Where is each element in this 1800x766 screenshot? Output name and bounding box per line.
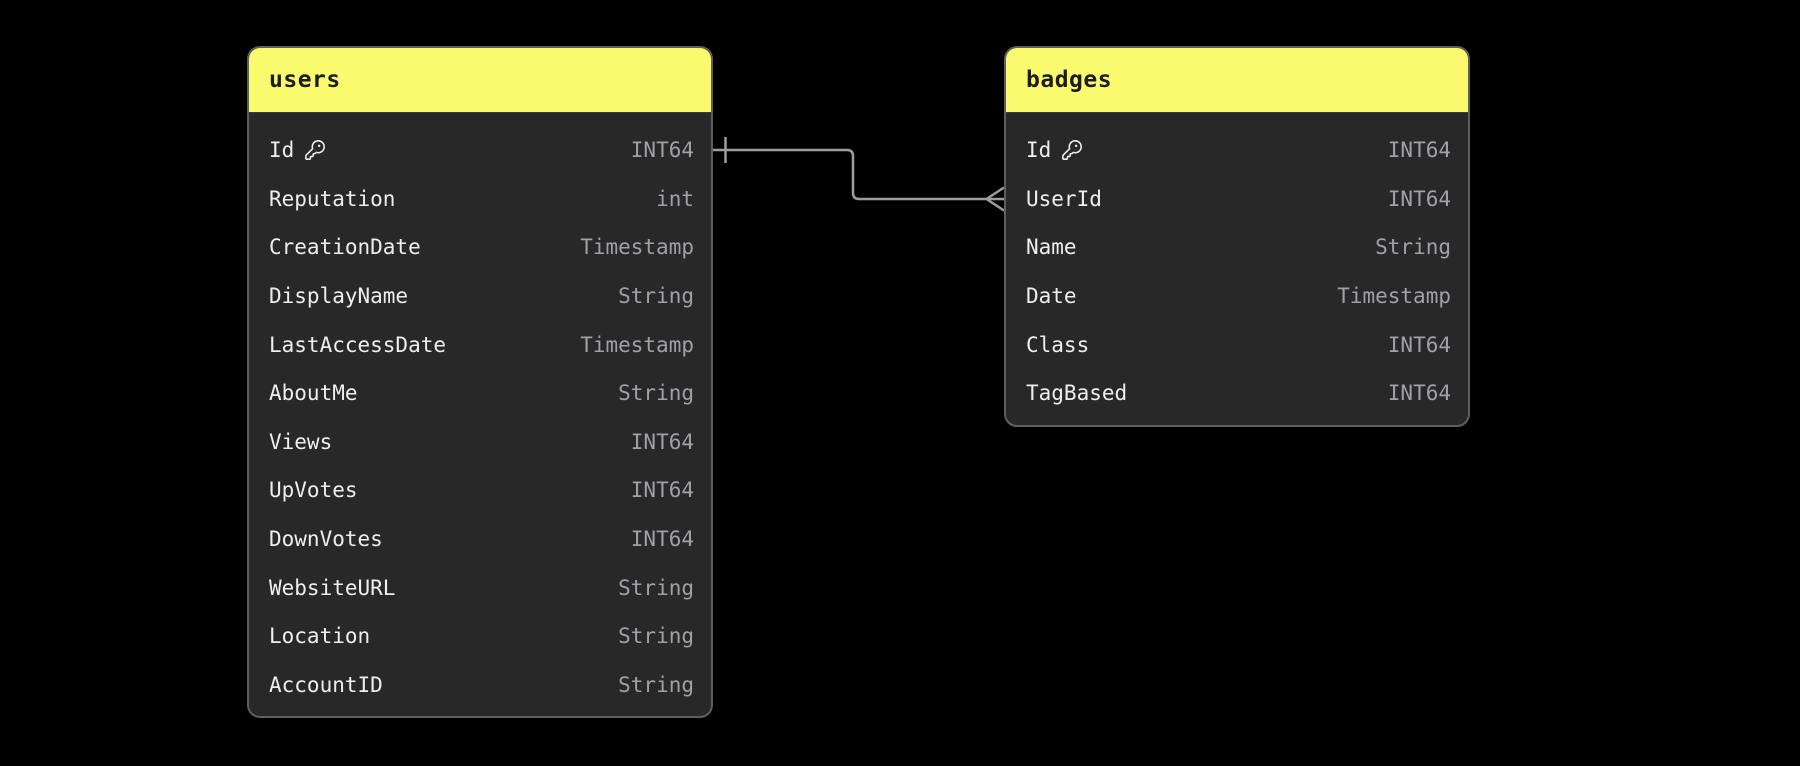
field-row-badges-Name[interactable]: Name String <box>1006 223 1468 272</box>
field-name: Reputation <box>269 186 396 211</box>
field-row-users-AccountID[interactable]: AccountID String <box>249 661 711 710</box>
field-name: TagBased <box>1026 381 1128 406</box>
field-row-users-Id[interactable]: Id INT64 <box>249 126 711 175</box>
field-type: INT64 <box>1387 186 1451 211</box>
field-row-badges-TagBased[interactable]: TagBased INT64 <box>1006 369 1468 418</box>
field-type: Timestamp <box>1337 284 1451 309</box>
field-name: Date <box>1026 284 1077 309</box>
field-type: String <box>618 624 694 649</box>
field-row-users-WebsiteURL[interactable]: WebsiteURL String <box>249 563 711 612</box>
field-row-badges-Id[interactable]: Id INT64 <box>1006 126 1468 175</box>
field-type: INT64 <box>1387 381 1451 406</box>
table-users-header[interactable]: users <box>249 48 711 113</box>
table-users-title: users <box>269 67 341 93</box>
field-name: DisplayName <box>269 284 409 309</box>
cardinality-many-marker <box>984 186 1005 212</box>
table-badges-header[interactable]: badges <box>1006 48 1468 113</box>
field-name: Id <box>1026 138 1083 162</box>
field-row-users-DownVotes[interactable]: DownVotes INT64 <box>249 515 711 564</box>
field-type: String <box>618 575 694 600</box>
field-row-badges-Class[interactable]: Class INT64 <box>1006 320 1468 369</box>
field-name: UserId <box>1026 186 1102 211</box>
field-type: INT64 <box>630 527 694 552</box>
field-row-users-DisplayName[interactable]: DisplayName String <box>249 272 711 321</box>
field-type: INT64 <box>630 138 694 163</box>
field-name: Class <box>1026 332 1090 357</box>
field-type: INT64 <box>1387 138 1451 163</box>
field-type: Timestamp <box>580 235 694 260</box>
field-type: INT64 <box>630 478 694 503</box>
field-name: UpVotes <box>269 478 358 503</box>
field-type: INT64 <box>630 429 694 454</box>
field-name: Id <box>269 138 326 162</box>
field-type: String <box>1375 235 1451 260</box>
field-type: Timestamp <box>580 332 694 357</box>
field-row-badges-Date[interactable]: Date Timestamp <box>1006 272 1468 321</box>
field-name: AboutMe <box>269 381 358 406</box>
field-row-users-UpVotes[interactable]: UpVotes INT64 <box>249 466 711 515</box>
field-type: int <box>656 186 694 211</box>
field-name: CreationDate <box>269 235 421 260</box>
field-type: String <box>618 381 694 406</box>
relationship-line <box>712 148 1004 201</box>
primary-key-icon <box>304 139 326 161</box>
field-row-users-LastAccessDate[interactable]: LastAccessDate Timestamp <box>249 320 711 369</box>
field-row-users-CreationDate[interactable]: CreationDate Timestamp <box>249 223 711 272</box>
field-name: Location <box>269 624 371 649</box>
field-row-users-Location[interactable]: Location String <box>249 612 711 661</box>
field-type: INT64 <box>1387 332 1451 357</box>
field-type: String <box>618 672 694 697</box>
field-row-users-AboutMe[interactable]: AboutMe String <box>249 369 711 418</box>
field-name: WebsiteURL <box>269 575 396 600</box>
field-type: String <box>618 284 694 309</box>
field-row-badges-UserId[interactable]: UserId INT64 <box>1006 175 1468 224</box>
table-badges-title: badges <box>1026 67 1113 93</box>
field-row-users-Views[interactable]: Views INT64 <box>249 418 711 467</box>
field-name: AccountID <box>269 672 383 697</box>
field-name: DownVotes <box>269 527 383 552</box>
field-name: Name <box>1026 235 1077 260</box>
field-name: Views <box>269 429 333 454</box>
field-row-users-Reputation[interactable]: Reputation int <box>249 175 711 224</box>
primary-key-icon <box>1061 139 1083 161</box>
field-name: LastAccessDate <box>269 332 447 357</box>
